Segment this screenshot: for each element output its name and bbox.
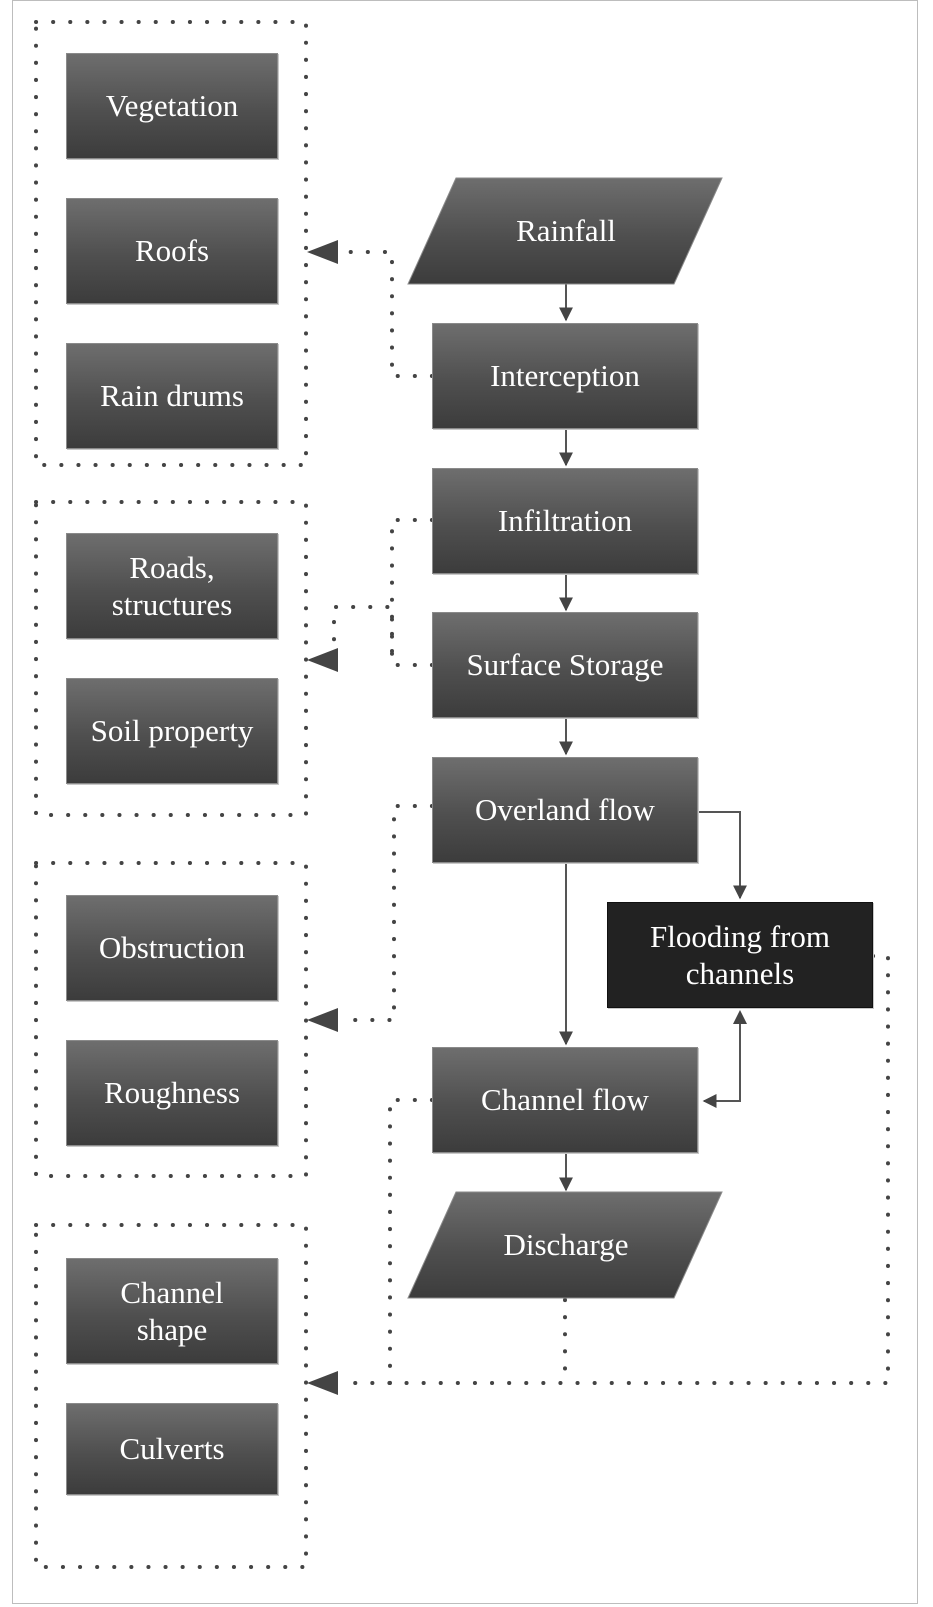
- dotted-link-infiltration: [390, 518, 434, 664]
- rainfall-shape: [407, 177, 723, 285]
- channel-flow-box: Channel flow: [432, 1047, 698, 1153]
- vegetation-box: Vegetation: [66, 53, 278, 159]
- arrowhead-to-group-3: [307, 1008, 338, 1032]
- arrow-flooding-channel: [702, 1017, 741, 1108]
- dotted-link-overland: [338, 804, 434, 1022]
- arrow-overland-flooding: [698, 811, 747, 900]
- flooding-from-channels-box: Flooding from channels: [607, 902, 873, 1008]
- rainfall-label: Rainfall: [516, 213, 616, 248]
- dotted-link-channel-flow: [388, 1098, 434, 1385]
- dotted-link-flooding: [338, 954, 890, 1385]
- roofs-box: Roofs: [66, 198, 278, 304]
- arrowhead-flooding-up: [733, 1010, 747, 1024]
- soil-property-box: Soil property: [66, 678, 278, 784]
- arrowhead-to-group-2: [307, 648, 338, 672]
- dotted-link-storage: [332, 605, 434, 667]
- discharge-label: Discharge: [503, 1227, 629, 1262]
- roads-structures-box: Roads, structures: [66, 533, 278, 639]
- arrowhead-to-group-4: [307, 1371, 338, 1395]
- group-border-storage: [34, 500, 308, 817]
- channel-shape-box: Channel shape: [66, 1258, 278, 1364]
- discharge-shape: [407, 1191, 723, 1299]
- figure-frame: [12, 0, 918, 1604]
- overland-flow-box: Overland flow: [432, 757, 698, 863]
- group-border-channel: [34, 1223, 308, 1569]
- obstruction-box: Obstruction: [66, 895, 278, 1001]
- group-border-flow: [34, 861, 308, 1178]
- rain-drums-box: Rain drums: [66, 343, 278, 449]
- surface-storage-box: Surface Storage: [432, 612, 698, 718]
- arrowhead-to-group-1: [307, 240, 338, 264]
- infiltration-box: Infiltration: [432, 468, 698, 574]
- roughness-box: Roughness: [66, 1040, 278, 1146]
- dotted-link-interception: [338, 250, 434, 378]
- group-border-interception: [34, 20, 308, 467]
- culverts-box: Culverts: [66, 1403, 278, 1495]
- interception-box: Interception: [432, 323, 698, 429]
